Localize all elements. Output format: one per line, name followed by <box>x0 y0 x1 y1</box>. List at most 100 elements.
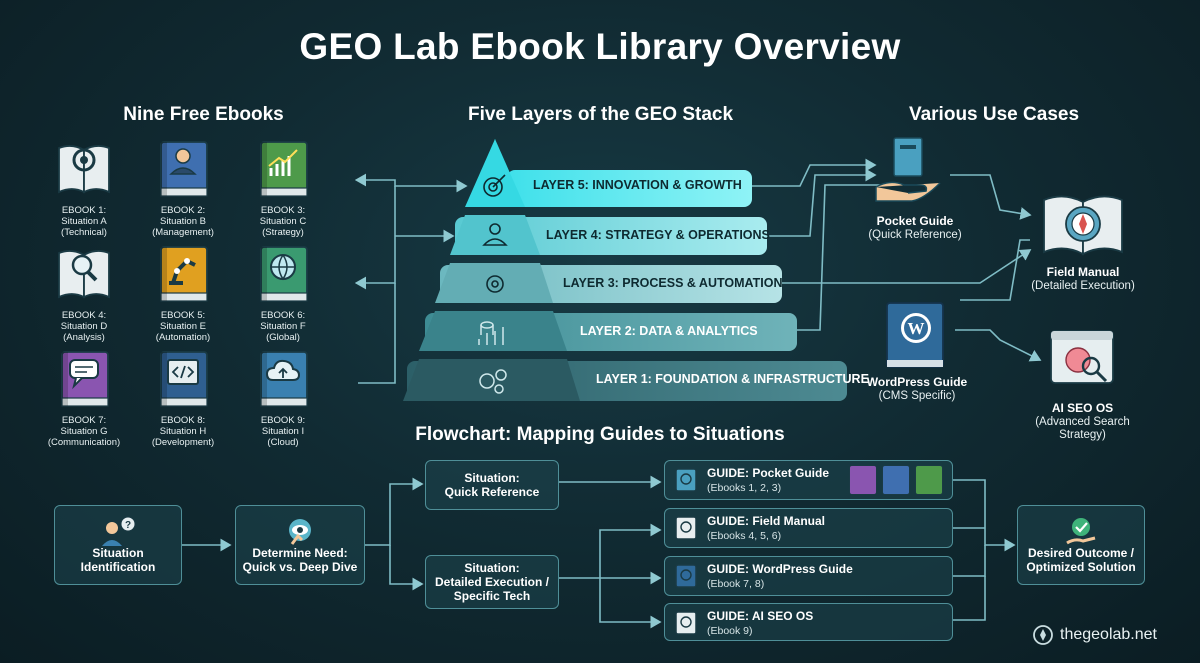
robot-arm-icon <box>160 246 208 302</box>
svg-text:W: W <box>908 319 925 338</box>
magnifier-icon <box>58 250 110 299</box>
check-hand-icon <box>1066 518 1096 545</box>
ebook-number: EBOOK 8: <box>160 415 206 426</box>
ebook-situation: Situation E <box>160 321 206 332</box>
flow-identification-l2: Identification <box>80 560 156 574</box>
guide-book-icon <box>675 468 697 492</box>
layer-5-label: LAYER 5: INNOVATION & GROWTH <box>533 178 742 192</box>
usecase-pocket-caption: Pocket Guide (Quick Reference) <box>855 215 975 242</box>
flow-detailed-l1: Situation: <box>464 561 520 575</box>
page-title: GEO Lab Ebook Library Overview <box>299 26 901 67</box>
ebook-situation: Situation F <box>260 321 306 332</box>
guide-sub: (Ebook 7, 8) <box>707 578 765 590</box>
svg-text:?: ? <box>125 520 131 531</box>
cloud-icon <box>260 351 308 407</box>
flow-quick-l2: Quick Reference <box>444 485 540 499</box>
usecase-pocket-name: Pocket Guide <box>876 214 954 228</box>
ebook-situation: Situation H <box>159 426 207 437</box>
ebook-caption: EBOOK 7:Situation G(Communication) <box>38 415 130 448</box>
flow-outcome-l1: Desired Outcome / <box>1027 546 1135 560</box>
flow-determine-need: Determine Need: Quick vs. Deep Dive <box>235 505 365 585</box>
layer-2-label: LAYER 2: DATA & ANALYTICS <box>580 324 758 338</box>
ebook-6[interactable]: EBOOK 6:Situation F(Global) <box>237 245 329 343</box>
guide-box-1[interactable]: GUIDE: Pocket Guide(Ebooks 1, 2, 3) <box>664 460 953 500</box>
flow-detailed-l2: Detailed Execution / <box>434 575 550 589</box>
guide-book-icon <box>675 564 697 588</box>
guide-sub: (Ebooks 4, 5, 6) <box>707 530 782 542</box>
ebook-category: (Automation) <box>155 332 211 343</box>
person-icon <box>160 141 208 197</box>
usecase-wordpress-name: WordPress Guide <box>866 375 968 389</box>
guide-title: GUIDE: Pocket Guide <box>707 466 830 480</box>
chat-icon <box>61 351 109 407</box>
section-title-ebooks: Nine Free Ebooks <box>123 104 284 125</box>
guide-book-icon <box>675 611 697 635</box>
usecase-pocket-sub: (Quick Reference) <box>868 229 962 241</box>
ebook-situation: Situation A <box>61 216 107 227</box>
ebook-number: EBOOK 1: <box>61 205 107 216</box>
ebook-caption: EBOOK 3:Situation C(Strategy) <box>237 205 329 238</box>
flow-detailed-l3: Specific Tech <box>453 589 531 603</box>
usecase-aiseo-sub1: (Advanced Search <box>1035 416 1130 428</box>
ebook-number: EBOOK 6: <box>260 310 306 321</box>
geo-stack-pyramid <box>403 139 847 401</box>
section-title-layers: Five Layers of the GEO Stack <box>467 104 734 125</box>
brand-text: thegeolab.net <box>1060 626 1157 643</box>
ebook-category: (Development) <box>151 437 215 448</box>
ebook-8[interactable]: EBOOK 8:Situation H(Development) <box>137 350 229 448</box>
usecase-aiseo-sub2: Strategy) <box>1059 429 1106 441</box>
ebook-caption: EBOOK 5:Situation E(Automation) <box>137 310 229 343</box>
ebook-situation: Situation B <box>160 216 206 227</box>
ebook-situation: Situation C <box>259 216 307 227</box>
mini-ebook-thumb <box>849 465 877 495</box>
guide-box-2[interactable]: GUIDE: Field Manual (Ebooks 4, 5, 6) <box>664 508 953 548</box>
usecase-aiseo-caption: AI SEO OS (Advanced Search Strategy) <box>1025 402 1140 442</box>
ebook-5[interactable]: EBOOK 5:Situation E(Automation) <box>137 245 229 343</box>
ebook-number: EBOOK 3: <box>260 205 306 216</box>
flow-situation-quick: Situation: Quick Reference <box>425 460 559 510</box>
ebook-situation: Situation I <box>261 426 305 437</box>
ebook-4[interactable]: EBOOK 4:Situation D(Analysis) <box>38 245 130 343</box>
usecase-wordpress-caption: WordPress Guide (CMS Specific) <box>852 376 982 403</box>
person-question-icon: ? <box>102 516 136 546</box>
flow-determine-l1: Determine Need: <box>252 546 348 560</box>
guide-title: GUIDE: Field Manual <box>707 514 826 528</box>
flow-identification-l1: Situation <box>92 546 144 560</box>
ebook-3[interactable]: EBOOK 3:Situation C(Strategy) <box>237 140 329 238</box>
guide-box-3[interactable]: GUIDE: WordPress Guide (Ebook 7, 8) <box>664 556 953 596</box>
book-hand-icon <box>875 137 941 202</box>
gear-icon <box>58 145 110 194</box>
usecase-field-caption: Field Manual (Detailed Execution) <box>1018 266 1148 293</box>
ebook-9[interactable]: EBOOK 9:Situation I(Cloud) <box>237 350 329 448</box>
guide-box-4[interactable]: GUIDE: AI SEO OS(Ebook 9) <box>664 603 953 641</box>
flow-desired-outcome: Desired Outcome / Optimized Solution <box>1017 505 1145 585</box>
ebook-1[interactable]: EBOOK 1:Situation A(Technical) <box>38 140 130 238</box>
ebook-7[interactable]: EBOOK 7:Situation G(Communication) <box>38 350 130 448</box>
mini-ebook-thumb <box>882 465 910 495</box>
ebook-caption: EBOOK 8:Situation H(Development) <box>137 415 229 448</box>
code-icon <box>160 351 208 407</box>
eye-hand-icon <box>289 519 311 545</box>
flow-determine-l2: Quick vs. Deep Dive <box>242 560 358 574</box>
ebook-situation: Situation G <box>60 426 108 437</box>
guide-title: GUIDE: WordPress Guide <box>707 562 853 576</box>
ebook-number: EBOOK 9: <box>260 415 306 426</box>
ebook-number: EBOOK 2: <box>160 205 206 216</box>
flow-situation-identification: ? Situation Identification <box>54 505 182 585</box>
ebook-category: (Strategy) <box>262 227 304 238</box>
ai-brain-window-icon <box>1050 330 1114 384</box>
compass-icon <box>1033 625 1053 645</box>
globe-icon <box>260 246 308 302</box>
ebook-category: (Analysis) <box>63 332 105 343</box>
guide-title: GUIDE: AI SEO OS <box>707 609 814 623</box>
ebook-number: EBOOK 5: <box>160 310 206 321</box>
ebook-category: (Technical) <box>61 227 107 238</box>
layer-3-label: LAYER 3: PROCESS & AUTOMATION <box>563 276 783 290</box>
usecase-field-sub: (Detailed Execution) <box>1031 280 1135 292</box>
ebook-category: (Cloud) <box>267 437 299 448</box>
usecase-aiseo-name: AI SEO OS <box>1051 401 1114 415</box>
ebook-2[interactable]: EBOOK 2:Situation B(Management) <box>137 140 229 238</box>
usecase-wordpress-sub: (CMS Specific) <box>878 390 956 402</box>
ebook-category: (Management) <box>152 227 214 238</box>
